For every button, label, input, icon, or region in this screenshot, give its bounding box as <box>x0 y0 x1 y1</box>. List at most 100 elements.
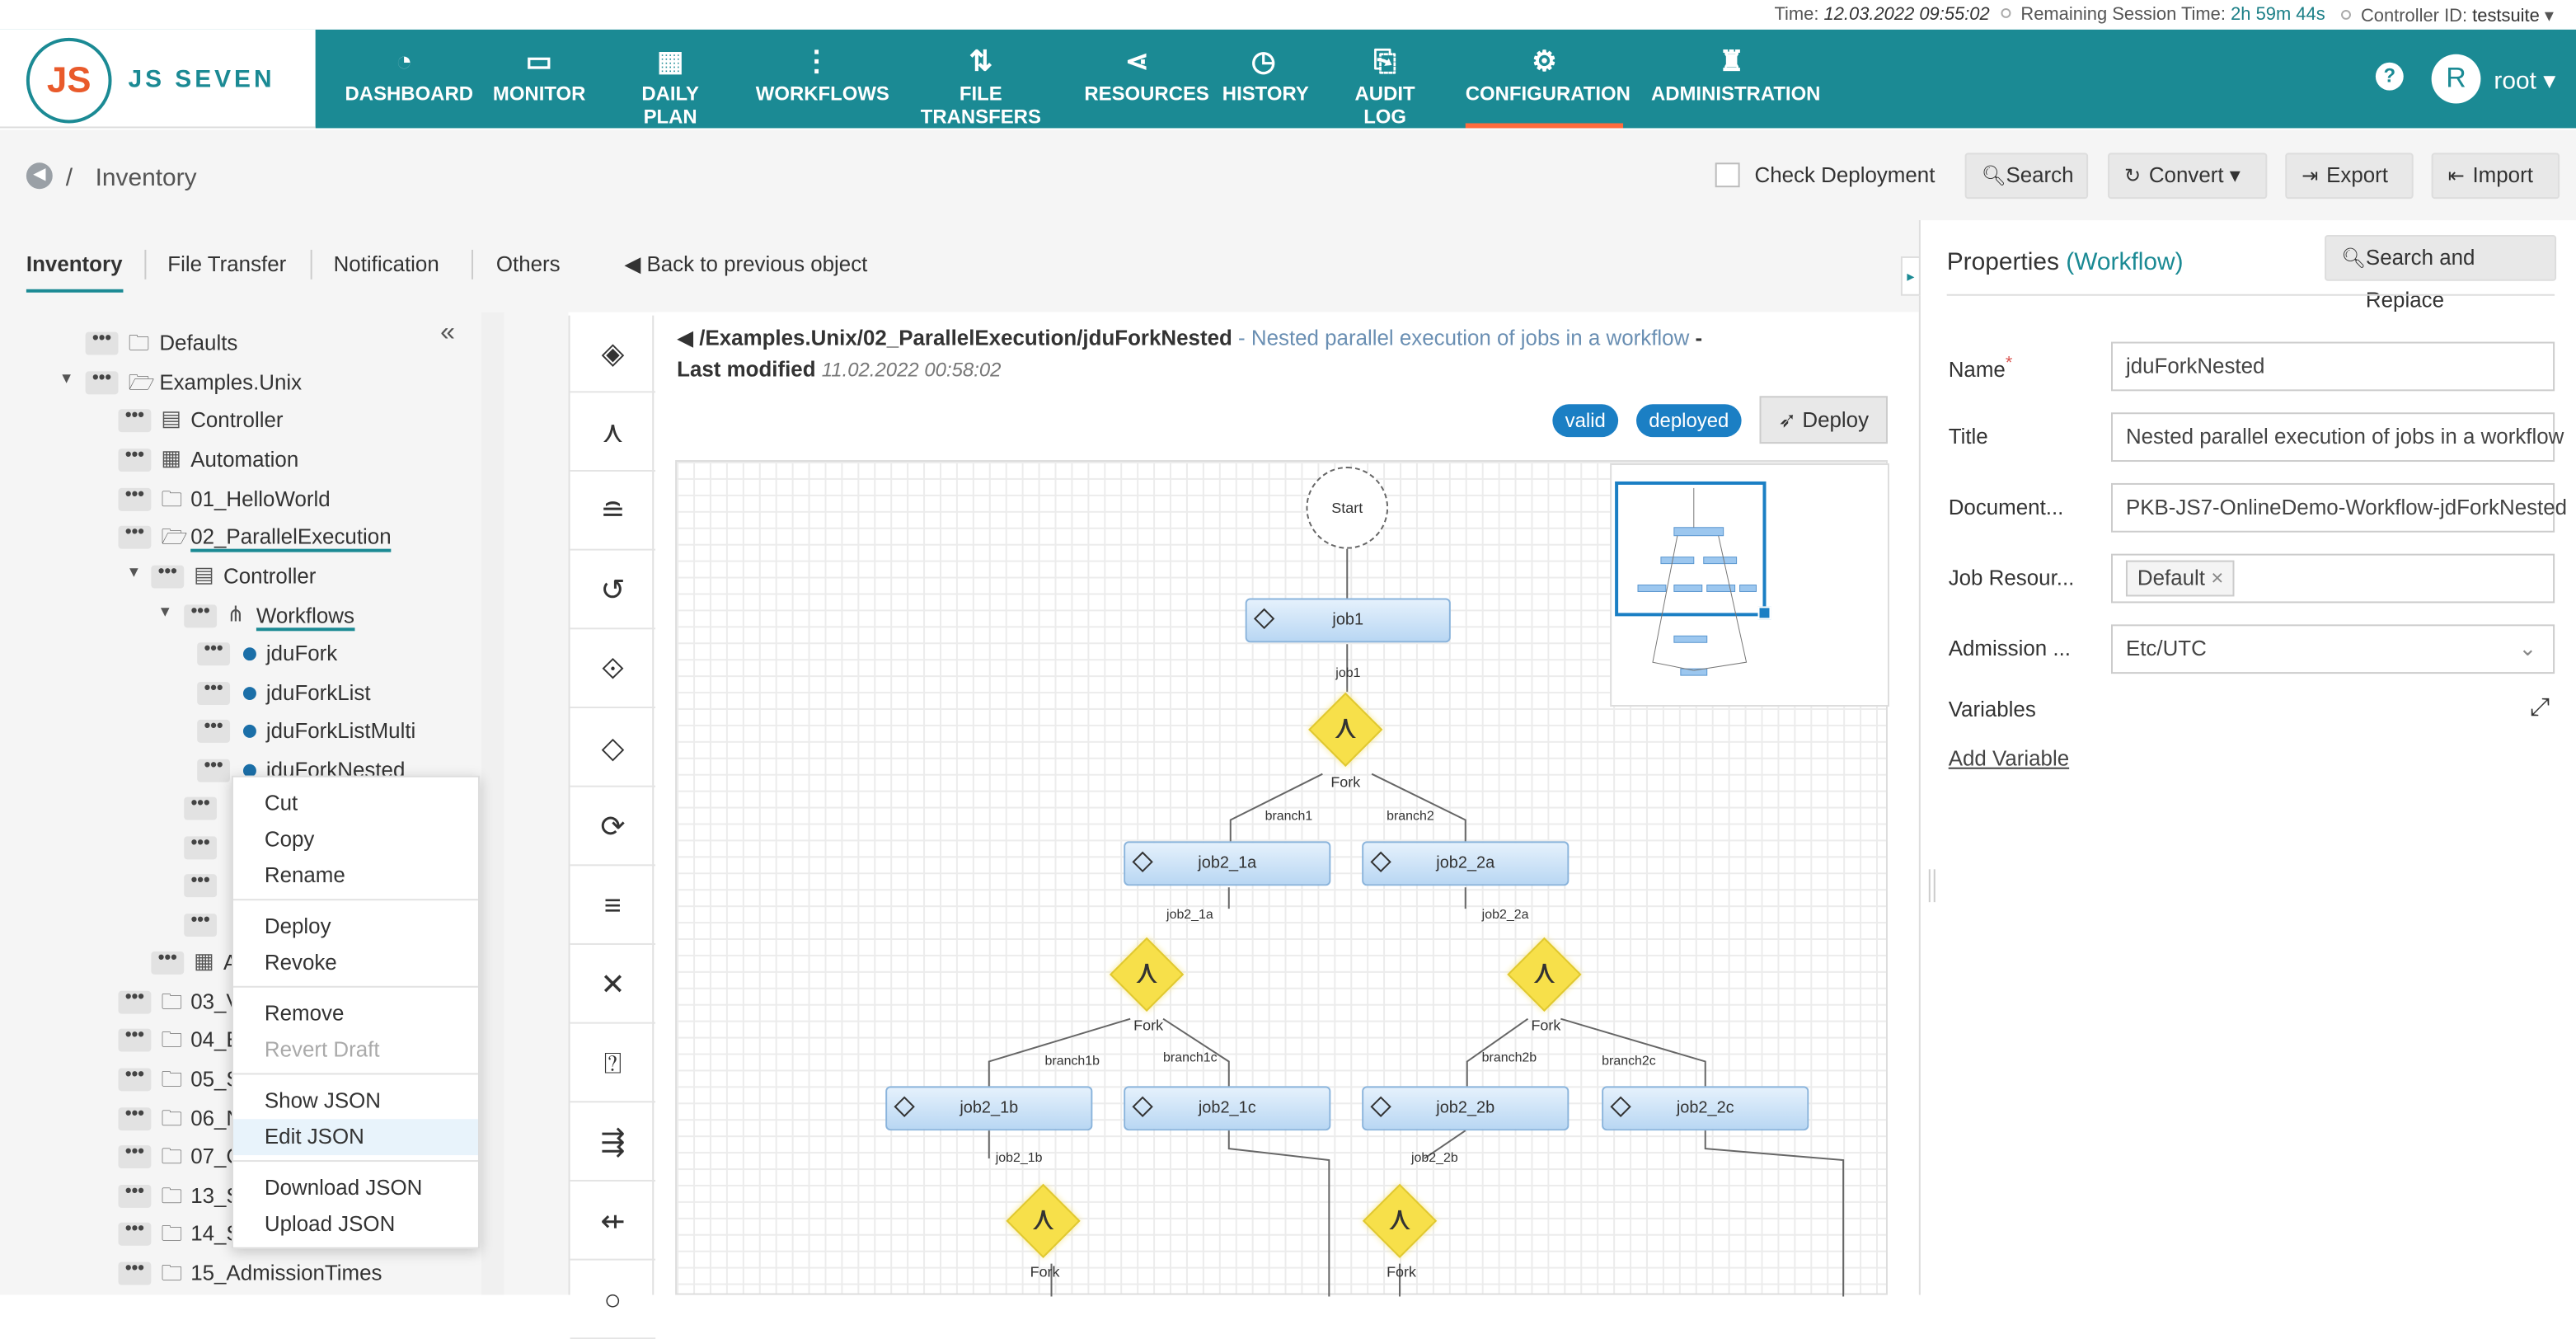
collapse-icon[interactable]: « <box>440 318 455 347</box>
fork-instruction-icon[interactable]: ⋏ <box>570 394 656 472</box>
menu-item-upload-json[interactable]: Upload JSON <box>264 1210 396 1236</box>
back-circle-icon[interactable]: ◀ <box>677 325 694 350</box>
tree-item-wf[interactable]: •••jduForkNested <box>0 754 476 782</box>
nav-workflows[interactable]: ⋮WORKFLOWS <box>756 30 889 129</box>
tab-notification[interactable]: Notification <box>333 251 439 276</box>
post-notice-icon[interactable]: ⇶ <box>570 1104 656 1182</box>
tree-item-examples[interactable]: ▼•••🗁Examples.Unix <box>0 366 476 399</box>
panel-resize-handle[interactable] <box>1928 869 1936 903</box>
user-menu[interactable]: root ▾ <box>2494 67 2556 96</box>
job-instruction-icon[interactable]: ◈ <box>570 316 656 393</box>
tree-item-automation[interactable]: •••▦Automation <box>0 444 476 477</box>
prompt-instruction-icon[interactable]: ⍰ <box>570 1026 656 1103</box>
job-node[interactable]: job2_2b <box>1362 1086 1570 1131</box>
nav-audit-log[interactable]: ⎘AUDIT LOG <box>1334 30 1436 129</box>
job-resource-tag[interactable]: Default × <box>2125 560 2236 597</box>
tree-item-hidden[interactable]: ••• <box>0 869 230 902</box>
tree-item-wf[interactable]: •••jduForkList <box>0 677 476 710</box>
admission-select[interactable]: Etc/UTC⌄ <box>2111 624 2555 674</box>
if-instruction-icon[interactable]: ◇ <box>570 710 656 787</box>
job-node[interactable]: job2_1b <box>885 1086 1093 1131</box>
tree-item-controller2[interactable]: ▼•••▤Controller <box>126 561 317 589</box>
menu-item-edit-json[interactable]: Edit JSON <box>233 1119 478 1156</box>
job-node[interactable]: job1 <box>1245 598 1451 643</box>
finish-instruction-icon[interactable]: ≡ <box>570 867 656 945</box>
caret-down-icon[interactable]: ▼ <box>126 563 142 580</box>
export-button[interactable]: ⇥Export <box>2285 153 2414 200</box>
menu-item-deploy[interactable]: Deploy <box>264 914 331 939</box>
deploy-button[interactable]: ➶ Deploy <box>1759 396 1888 444</box>
start-node[interactable]: Start <box>1306 467 1389 549</box>
tree-item-automation2[interactable]: •••▦A <box>0 947 237 980</box>
check-deployment-checkbox[interactable] <box>1715 162 1740 188</box>
tree-item-folder[interactable]: •••🗀13_S <box>0 1180 241 1213</box>
import-button[interactable]: ⇤Import <box>2431 153 2560 200</box>
job-node[interactable]: job2_2a <box>1362 841 1570 886</box>
menu-item-show-json[interactable]: Show JSON <box>264 1088 382 1113</box>
convert-button[interactable]: ↻Convert ▾ <box>2108 153 2268 200</box>
splitter[interactable] <box>481 312 504 1295</box>
avatar[interactable]: R <box>2431 54 2481 104</box>
nav-configuration[interactable]: ⚙CONFIGURATION <box>1465 30 1631 129</box>
tree-item-hidden[interactable]: ••• <box>0 831 230 864</box>
brand-logo[interactable]: JS JS SEVEN <box>0 29 316 129</box>
job-node[interactable]: job2_1c <box>1124 1086 1331 1131</box>
help-icon[interactable]: ? <box>2375 62 2404 91</box>
nav-monitor[interactable]: ▭MONITOR <box>493 30 586 129</box>
search-button[interactable]: 🔍︎Search <box>1964 153 2089 200</box>
name-field[interactable]: jduForkNested <box>2111 341 2555 392</box>
tree-item-folder[interactable]: •••🗀05_S <box>0 1063 241 1096</box>
back-to-previous-link[interactable]: ◀ Back to previous object <box>624 251 868 276</box>
try-instruction-icon[interactable]: ⟐ <box>570 631 656 708</box>
tree-item-wf[interactable]: •••jduForkListMulti <box>0 715 476 748</box>
remove-tag-icon[interactable]: × <box>2211 565 2224 590</box>
tree-item-hidden[interactable]: ••• <box>0 909 230 942</box>
expand-icon[interactable]: ⤢ <box>2530 693 2550 721</box>
menu-item-revoke[interactable]: Revoke <box>264 949 337 975</box>
controller-id[interactable]: Controller ID: testsuite ▾ <box>2341 5 2554 26</box>
nav-history[interactable]: ◷HISTORY <box>1222 30 1309 129</box>
tree-item-folder[interactable]: •••🗀07_C <box>0 1140 242 1173</box>
job-node[interactable]: job2_1a <box>1124 841 1331 886</box>
menu-item-remove[interactable]: Remove <box>264 1000 345 1026</box>
menu-item-copy[interactable]: Copy <box>264 826 315 852</box>
retry-instruction-icon[interactable]: ↺ <box>570 552 656 630</box>
job-resource-field[interactable]: Default × <box>2111 553 2555 604</box>
tree-item-defaults[interactable]: •••🗀Defaults <box>0 327 476 360</box>
cycle-instruction-icon[interactable]: ⟳ <box>570 789 656 867</box>
tree-item-folder[interactable]: •••🗀14_S <box>0 1218 241 1251</box>
minimap-resize-handle[interactable] <box>1757 606 1771 620</box>
menu-item-cut[interactable]: Cut <box>264 790 298 815</box>
tree-item-folder[interactable]: •••🗀15_AdmissionTimes <box>0 1257 476 1290</box>
documentation-field[interactable]: PKB-JS7-OnlineDemo-Workflow-jdForkNested <box>2111 482 2567 533</box>
job-node[interactable]: job2_2c <box>1602 1086 1809 1131</box>
tab-others[interactable]: Others <box>495 251 561 276</box>
tab-inventory[interactable]: Inventory <box>26 251 123 293</box>
nav-administration[interactable]: ♜ADMINISTRATION <box>1651 30 1820 129</box>
nav-resources[interactable]: ⋖RESOURCES <box>1084 30 1208 129</box>
fail-instruction-icon[interactable]: ✕ <box>570 947 656 1024</box>
lock-instruction-icon[interactable]: ○ <box>570 1262 656 1339</box>
tree-item-folder[interactable]: •••🗀06_N <box>0 1102 242 1135</box>
tree-item-parallel[interactable]: •••🗁02_ParallelExecution <box>0 521 476 554</box>
tree-item-wf[interactable]: •••jduFork <box>0 637 476 670</box>
menu-item-download-json[interactable]: Download JSON <box>264 1174 423 1200</box>
nav-daily-plan[interactable]: ▦DAILY PLAN <box>616 30 725 129</box>
tree-item-folder[interactable]: •••🗀03_V <box>0 986 241 1019</box>
tree-item-helloworld[interactable]: •••🗀01_HelloWorld <box>0 483 476 516</box>
tree-item-folder[interactable]: •••🗀04_E <box>0 1024 241 1057</box>
minimap-viewport[interactable] <box>1615 481 1767 617</box>
tree-item-controller[interactable]: •••▤Controller <box>0 404 476 437</box>
search-replace-button[interactable]: 🔍︎Search and Replace <box>2325 234 2557 312</box>
tree-item-workflows[interactable]: ▼•••⋔Workflows <box>0 599 476 632</box>
forklist-instruction-icon[interactable]: ≘ <box>570 473 656 551</box>
expect-notice-icon[interactable]: ⇷ <box>570 1183 656 1261</box>
title-field[interactable]: Nested parallel execution of jobs in a w… <box>2111 412 2564 463</box>
caret-down-icon[interactable]: ▼ <box>59 369 74 387</box>
caret-down-icon[interactable]: ▼ <box>157 603 173 620</box>
back-icon[interactable]: ◀ <box>26 162 53 190</box>
add-variable-link[interactable]: Add Variable <box>1948 745 2070 771</box>
nav-dashboard[interactable]: ◔DASHBOARD <box>345 30 473 129</box>
menu-item-rename[interactable]: Rename <box>264 862 345 888</box>
panel-toggle-icon[interactable]: ▸ <box>1900 256 1921 296</box>
